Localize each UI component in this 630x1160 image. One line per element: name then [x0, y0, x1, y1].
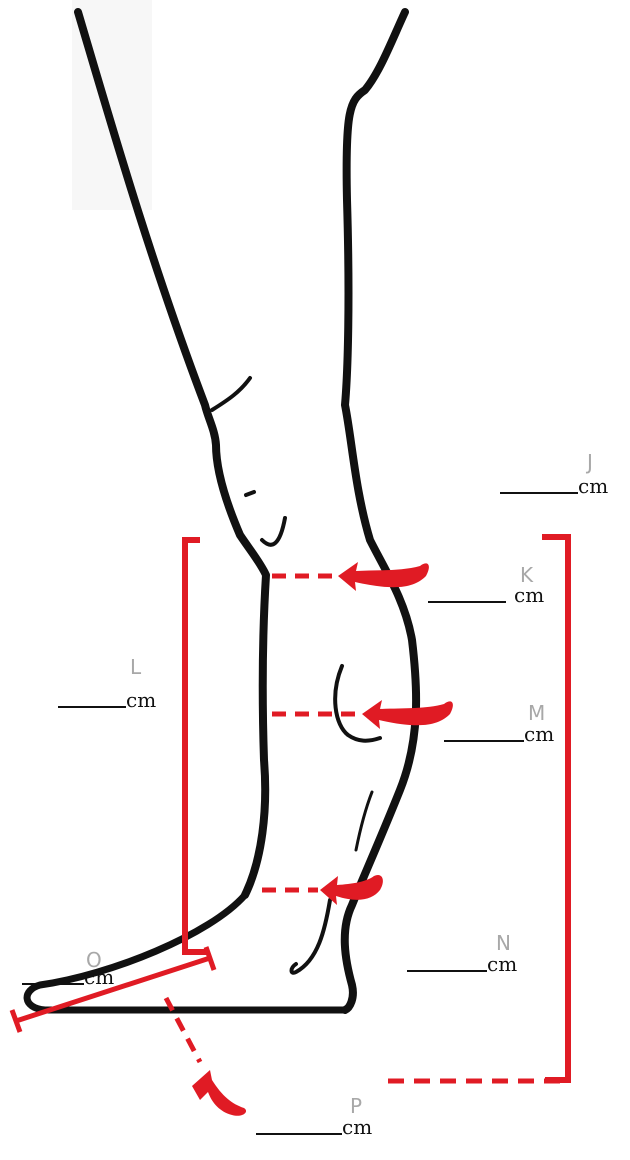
field-j[interactable]: cm [500, 476, 608, 496]
blank-m[interactable] [444, 740, 524, 742]
blank-l[interactable] [58, 706, 126, 708]
bracket-j [542, 537, 568, 1080]
unit-p: cm [342, 1117, 372, 1137]
blank-k[interactable] [428, 601, 506, 603]
label-n-letter: N [496, 933, 511, 953]
field-p[interactable]: cm [256, 1117, 372, 1137]
bracket-l [185, 540, 208, 952]
field-l[interactable]: cm [58, 690, 156, 710]
label-m-letter: M [528, 703, 545, 723]
unit-k: cm [514, 585, 544, 605]
ankle-mark [292, 900, 331, 973]
knee-crease [212, 378, 250, 410]
blank-j[interactable] [500, 492, 578, 494]
bracket-o [12, 947, 214, 1032]
blank-n[interactable] [407, 970, 487, 972]
unit-n: cm [487, 954, 517, 974]
label-l-letter: L [130, 657, 141, 677]
unit-m: cm [524, 724, 554, 744]
calf-line [335, 666, 380, 741]
label-k-letter: K [520, 565, 533, 585]
unit-l: cm [126, 690, 156, 710]
unit-o: cm [84, 967, 114, 987]
field-n[interactable]: cm [407, 954, 517, 974]
unit-j: cm [578, 476, 608, 496]
label-p-letter: P [350, 1096, 362, 1116]
kneecap-mark [246, 492, 254, 495]
arrow-p [192, 1070, 246, 1116]
measurement-guides [12, 537, 568, 1081]
shin-line [356, 792, 372, 850]
blank-p[interactable] [256, 1133, 342, 1135]
arrow-m [362, 700, 453, 729]
blank-o[interactable] [22, 983, 84, 985]
field-m[interactable]: cm [444, 724, 554, 744]
label-j-letter: J [587, 452, 593, 472]
field-k[interactable]: cm [428, 585, 544, 605]
leg-front-outline [345, 12, 416, 1010]
knee-hollow [262, 518, 285, 545]
field-o[interactable]: cm [22, 967, 114, 987]
